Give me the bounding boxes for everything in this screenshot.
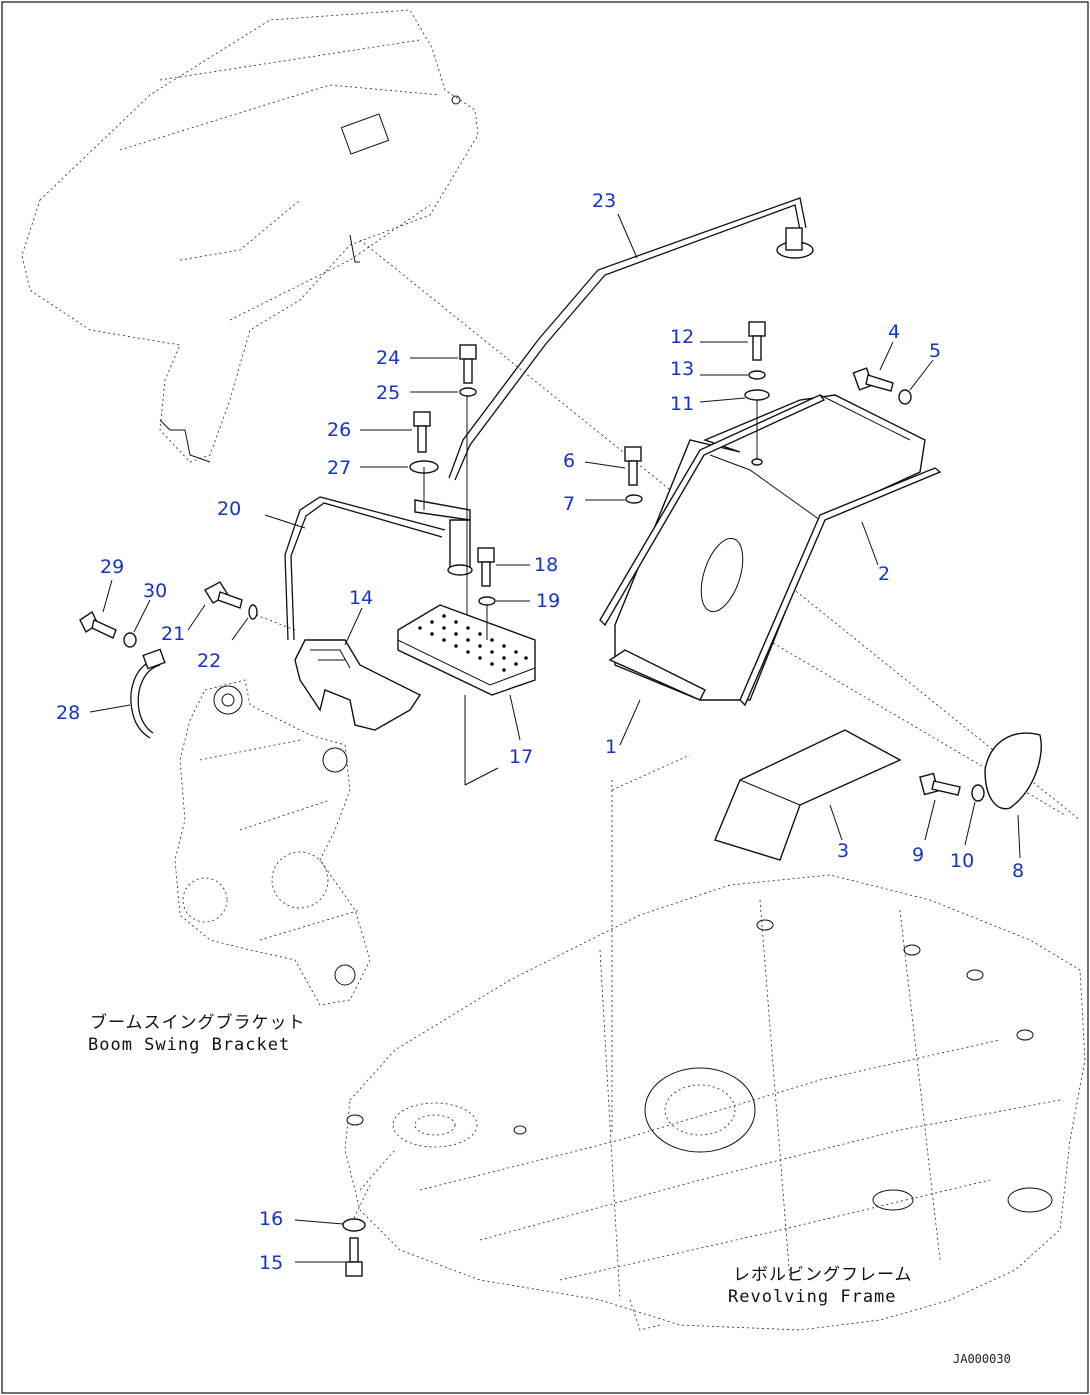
- handrail-20: [264, 496, 446, 641]
- callout-1: 1: [605, 736, 617, 758]
- revolving-frame-caption-en: Revolving Frame: [728, 1287, 897, 1307]
- callout-28: 28: [56, 702, 80, 724]
- boom-swing-bracket-caption-jp: ブームスイングブラケット: [90, 1012, 306, 1033]
- callout-14: 14: [349, 587, 373, 609]
- callout-16: 16: [259, 1208, 283, 1230]
- callout-24: 24: [376, 347, 400, 369]
- cover-plate-8-10: [919, 732, 1042, 859]
- clamp-28-30: [79, 579, 166, 739]
- callout-27: 27: [327, 457, 351, 479]
- drawing-code: JA000030: [953, 1352, 1011, 1366]
- callout-3: 3: [837, 840, 849, 862]
- callout-19: 19: [536, 590, 560, 612]
- reference-line-a: [359, 239, 1081, 821]
- step-17: [397, 547, 536, 786]
- fasteners-4-7-11-13: [584, 321, 934, 504]
- callout-5: 5: [929, 340, 941, 362]
- callout-7: 7: [563, 493, 575, 515]
- boom-swing-bracket-outline: [174, 679, 371, 1006]
- bolt-21-washer-22: [187, 581, 296, 641]
- pad-3: [714, 729, 902, 861]
- callout-labels: 1 2 3 4 5 6 7 8 9 10 11 12 13 14 15 16 1…: [56, 190, 1024, 1274]
- callout-12: 12: [670, 326, 694, 348]
- bracket-14: [294, 607, 422, 731]
- callout-2: 2: [878, 563, 890, 585]
- bracket-and-bolts-24-27: [360, 344, 477, 640]
- revolving-frame-caption-jp: レボルビングフレーム: [733, 1265, 913, 1285]
- boom-assembly-outline: [21, 9, 479, 463]
- callout-22: 22: [197, 650, 221, 672]
- callout-25: 25: [376, 382, 400, 404]
- boom-swing-bracket-caption-en: Boom Swing Bracket: [88, 1035, 290, 1055]
- callout-8: 8: [1012, 860, 1024, 882]
- callout-10: 10: [950, 850, 974, 872]
- callout-6: 6: [563, 450, 575, 472]
- callout-26: 26: [327, 419, 351, 441]
- bolt-15-washer-16: [294, 1184, 371, 1277]
- callout-18: 18: [534, 554, 558, 576]
- callout-13: 13: [670, 358, 694, 380]
- callout-29: 29: [100, 556, 124, 578]
- revolving-frame-outline: [344, 874, 1086, 1331]
- callout-17: 17: [509, 746, 533, 768]
- callout-9: 9: [912, 844, 924, 866]
- callout-15: 15: [259, 1252, 283, 1274]
- callout-4: 4: [888, 321, 900, 343]
- callout-23: 23: [592, 190, 616, 212]
- callout-30: 30: [143, 580, 167, 602]
- callout-20: 20: [217, 498, 241, 520]
- callout-21: 21: [161, 623, 185, 645]
- callout-11: 11: [670, 393, 694, 415]
- cover-1: [599, 394, 942, 1135]
